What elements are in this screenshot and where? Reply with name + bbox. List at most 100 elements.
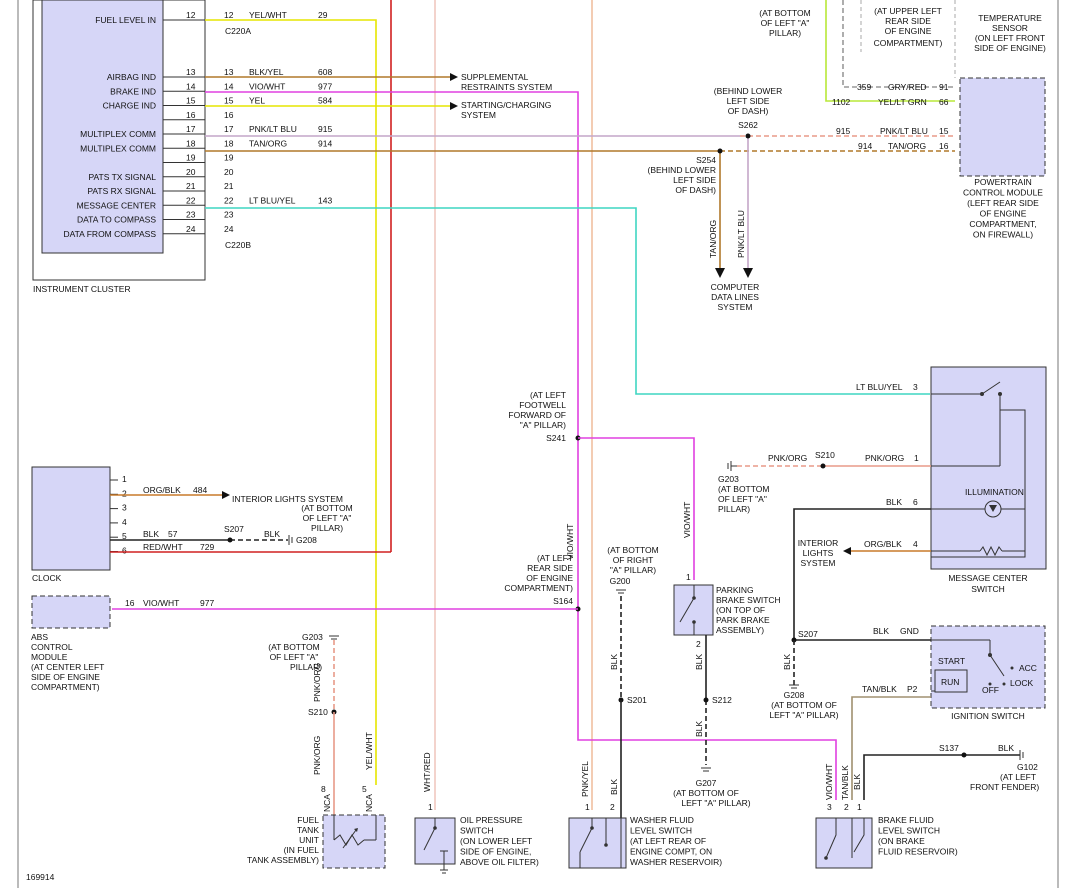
interior-lights-msg-1: INTERIOR (798, 538, 839, 548)
s164-note-1: (AT LEFT (537, 553, 573, 563)
cluster-pin-label: AIRBAG IND (107, 72, 156, 82)
cluster-wire-circuit: 915 (318, 124, 332, 134)
figure-id: 169914 (26, 872, 55, 882)
ign-acc: ACC (1019, 663, 1037, 673)
cluster-wire-circuit: 29 (318, 10, 328, 20)
arrow-interior-lights-msg (843, 547, 851, 555)
cluster-pin-number: 24 (186, 224, 196, 234)
abs-name-2: CONTROL (31, 642, 73, 652)
washer-name-1: WASHER FLUID (630, 815, 694, 825)
oil-pressure-name-1: OIL PRESSURE (460, 815, 523, 825)
splice-s254 (717, 148, 723, 154)
clock-w5b: BLK (264, 529, 280, 539)
bf-w3-pin: 3 (827, 802, 832, 812)
ign-gnd-color: BLK (873, 626, 889, 636)
fuel-left-color: PNK/ORG (312, 736, 322, 775)
s164-note-3: OF ENGINE (526, 573, 573, 583)
top-note-a-pillar-1: (AT BOTTOM (759, 8, 810, 18)
instrument-cluster-title: INSTRUMENT CLUSTER (33, 284, 131, 294)
g208-right-1: G208 (784, 690, 805, 700)
brake-fluid-name-3: (ON BRAKE (878, 836, 925, 846)
oil-pressure-name-2: SWITCH (460, 826, 494, 836)
s207-right-label: S207 (798, 629, 818, 639)
temp-sensor-4: SIDE OF ENGINE) (974, 43, 1046, 53)
wire-yel-wht-29 (205, 19, 377, 785)
srs-label-1: SUPPLEMENTAL (461, 72, 529, 82)
pnk-org-left-label: PNK/ORG (768, 453, 807, 463)
ground-g203-right (727, 461, 737, 471)
fuel-tank-name-3: UNIT (299, 835, 319, 845)
cluster-wire-color: LT BLU/YEL (249, 195, 296, 205)
cluster-pin-label: PATS RX SIGNAL (87, 186, 156, 196)
washer-name-4: ENGINE COMPT, ON (630, 847, 712, 857)
s254-note-2: LEFT SIDE (673, 175, 716, 185)
pcm-w4-pin: 16 (939, 141, 949, 151)
s262-note-1: (BEHIND LOWER (714, 86, 782, 96)
s241-note-4: "A" PILLAR) (520, 420, 566, 430)
s207-clock-label: S207 (224, 524, 244, 534)
brake-fluid-name-4: FLUID RESERVOIR) (878, 847, 958, 857)
pcm-w2-color: YEL/LT GRN (878, 97, 927, 107)
abs-pin: 16 (125, 598, 135, 608)
g200-label: G200 (610, 576, 631, 586)
cluster-pin-number: 16 (186, 110, 196, 120)
bf-w3-color: VIO/WHT (824, 764, 834, 800)
oil-pin: 1 (428, 802, 433, 812)
wire-blk-s137 (863, 754, 1020, 800)
ground-g102 (1019, 750, 1024, 760)
fuel-right-color: YEL/WHT (364, 732, 374, 770)
g203-right-4: PILLAR) (718, 504, 750, 514)
wire-vio-wht-977 (205, 91, 837, 800)
g203-right-2: (AT BOTTOM (718, 484, 769, 494)
cluster-wire-color: TAN/ORG (249, 138, 287, 148)
pnk-lt-blu-vertical-label: PNK/LT BLU (736, 210, 746, 258)
cluster-wire-circuit: 977 (318, 81, 332, 91)
pcm-w2-pin: 66 (939, 97, 949, 107)
g203-left-1: G203 (302, 632, 323, 642)
g208-right-3: LEFT "A" PILLAR) (769, 710, 838, 720)
s254-label: S254 (696, 155, 716, 165)
cluster-pin-label: DATA FROM COMPASS (63, 229, 156, 239)
g208-clock-note-1: (AT BOTTOM (301, 503, 352, 513)
ground-g208-clock (288, 535, 293, 545)
parking-pin2: 2 (696, 639, 701, 649)
top-note-rear-1: (AT UPPER LEFT (874, 6, 942, 16)
g203-right-3: OF LEFT "A" (718, 494, 767, 504)
bf-w2-color: TAN/BLK (840, 765, 850, 800)
ground-g200 (616, 589, 626, 594)
cluster-pin-label: MESSAGE CENTER (77, 200, 156, 210)
blk-s212-vertical: BLK (694, 721, 704, 737)
s262-note-3: OF DASH) (728, 106, 769, 116)
washer-w1-pin: 1 (585, 802, 590, 812)
pcm-w4-color: TAN/ORG (888, 141, 926, 151)
charging-label-1: STARTING/CHARGING (461, 100, 551, 110)
cluster-wire-pin: 24 (224, 224, 234, 234)
top-note-rear-2: REAR SIDE (885, 16, 931, 26)
bf-w1-pin: 1 (857, 802, 862, 812)
cluster-wire-circuit: 584 (318, 96, 332, 106)
g102-3: FRONT FENDER) (970, 782, 1039, 792)
arrow-interior-lights-clock (222, 491, 230, 499)
brake-fluid-name-2: LEVEL SWITCH (878, 826, 940, 836)
computer-data-label-2: DATA LINES (711, 292, 759, 302)
cluster-pin-number: 21 (186, 181, 196, 191)
parking-brake-switch (673, 584, 714, 636)
mc-w6-color: BLK (886, 497, 902, 507)
s262-label: S262 (738, 120, 758, 130)
g208-right-2: (AT BOTTOM OF (771, 700, 837, 710)
parking-brake-name-5: ASSEMBLY) (716, 625, 764, 635)
tan-org-vertical-label: TAN/ORG (708, 220, 718, 258)
pcm-name-6: ON FIREWALL) (973, 230, 1033, 240)
cluster-pin-number: 17 (186, 124, 196, 134)
cluster-pin-label: FUEL LEVEL IN (95, 15, 156, 25)
s254-note-1: (BEHIND LOWER (648, 165, 716, 175)
s241-label: S241 (546, 433, 566, 443)
fuel-left-pin: 8 (321, 784, 326, 794)
cluster-wire-pin: 17 (224, 124, 234, 134)
pcm-w1-color: GRY/RED (888, 82, 927, 92)
bf-w2-pin: 2 (844, 802, 849, 812)
g102-2: (AT LEFT (1000, 772, 1036, 782)
arrow-computer-2 (743, 268, 753, 278)
washer-w2-color: BLK (609, 779, 619, 795)
